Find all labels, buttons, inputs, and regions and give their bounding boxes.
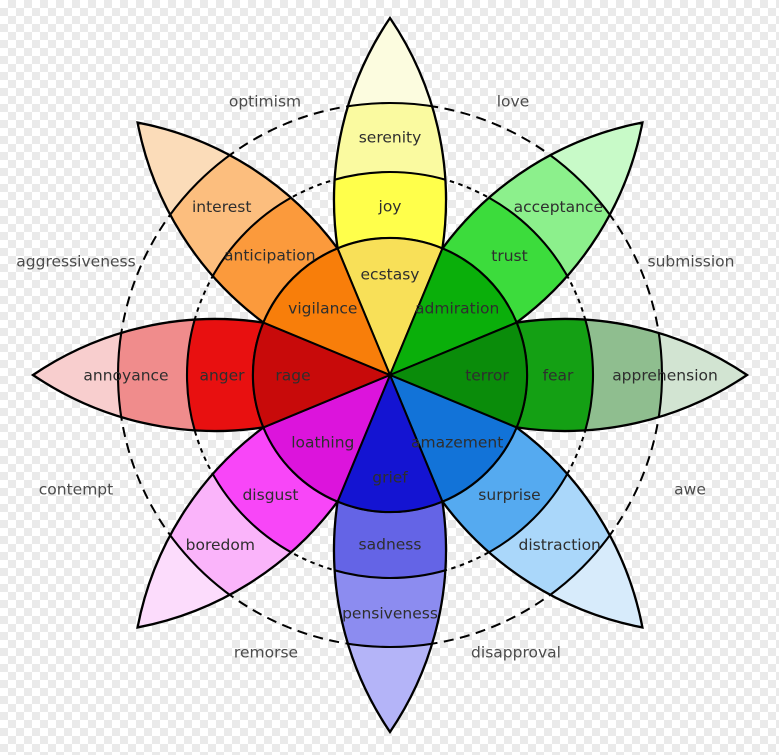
wedge-grief — [336, 374, 444, 514]
wedge-rage — [251, 321, 391, 429]
segment-boundary-arc — [439, 170, 595, 326]
segment-boundary-arc — [185, 318, 264, 432]
label-interest: interest — [192, 198, 251, 216]
segment-boundary-arc — [439, 424, 664, 649]
segment-boundary-arc — [333, 101, 447, 249]
wedge-ecstasy — [336, 236, 444, 376]
label-sadness: sadness — [359, 536, 422, 554]
segment-anticipation — [186, 171, 341, 326]
segment-disgust — [186, 424, 341, 578]
label-acceptance: acceptance — [514, 198, 603, 216]
petal-fear — [389, 317, 750, 433]
segment-boundary-arc — [185, 424, 341, 580]
petal-surprise — [389, 374, 664, 649]
segment-surprise — [439, 424, 593, 578]
label-apprehension: apprehension — [612, 367, 718, 385]
label-dyad-disapproval: disapproval — [471, 644, 561, 662]
segment-boundary-arc — [439, 101, 664, 326]
label-trust: trust — [491, 247, 527, 265]
label-anticipation: anticipation — [224, 246, 316, 264]
label-admiration: admiration — [415, 299, 499, 317]
label-disgust: disgust — [242, 486, 298, 504]
segment-boundary-arc — [333, 501, 447, 649]
label-ecstasy: ecstasy — [361, 266, 420, 284]
wedge-vigilance — [262, 247, 391, 376]
wedge-terror — [389, 321, 529, 429]
segment-boundary-arc — [116, 318, 264, 432]
label-dyad-remorse: remorse — [234, 644, 298, 662]
segment-boundary-arc — [185, 170, 341, 326]
segment-boundary-arc — [333, 170, 447, 249]
label-boredom: boredom — [186, 536, 255, 554]
label-joy: joy — [378, 198, 402, 216]
segment-trust — [439, 171, 593, 326]
label-dyad-awe: awe — [674, 481, 706, 499]
petal-anger — [30, 317, 391, 433]
wedge-amazement — [389, 374, 518, 503]
label-dyad-aggressiveness: aggressiveness — [16, 253, 135, 271]
wedge-admiration — [389, 247, 518, 376]
segment-boundary-arc — [333, 501, 447, 580]
label-distraction: distraction — [519, 536, 601, 554]
label-dyad-submission: submission — [648, 253, 735, 271]
segment-boundary-arc — [439, 424, 595, 580]
segment-boundary-arc — [516, 318, 664, 432]
petal-sadness — [332, 374, 448, 735]
label-fear: fear — [543, 367, 574, 385]
segment-boundary-arc — [116, 424, 341, 649]
label-loathing: loathing — [291, 434, 354, 452]
label-vigilance: vigilance — [288, 299, 357, 317]
label-amazement: amazement — [411, 434, 503, 452]
label-pensiveness: pensiveness — [342, 605, 438, 623]
wedge-loathing — [262, 374, 391, 503]
label-dyad-optimism: optimism — [229, 93, 301, 111]
label-anger: anger — [199, 367, 245, 385]
label-serenity: serenity — [359, 129, 422, 147]
label-dyad-love: love — [497, 93, 530, 111]
label-surprise: surprise — [478, 486, 540, 504]
label-rage: rage — [275, 367, 310, 385]
label-dyad-contempt: contempt — [39, 481, 113, 499]
segment-boundary-arc — [116, 101, 341, 326]
label-terror: terror — [465, 367, 509, 385]
petal-trust — [389, 101, 664, 376]
petal-joy — [332, 15, 448, 376]
label-grief: grief — [372, 469, 408, 487]
segment-boundary-arc — [516, 318, 595, 432]
label-annoyance: annoyance — [83, 367, 168, 385]
